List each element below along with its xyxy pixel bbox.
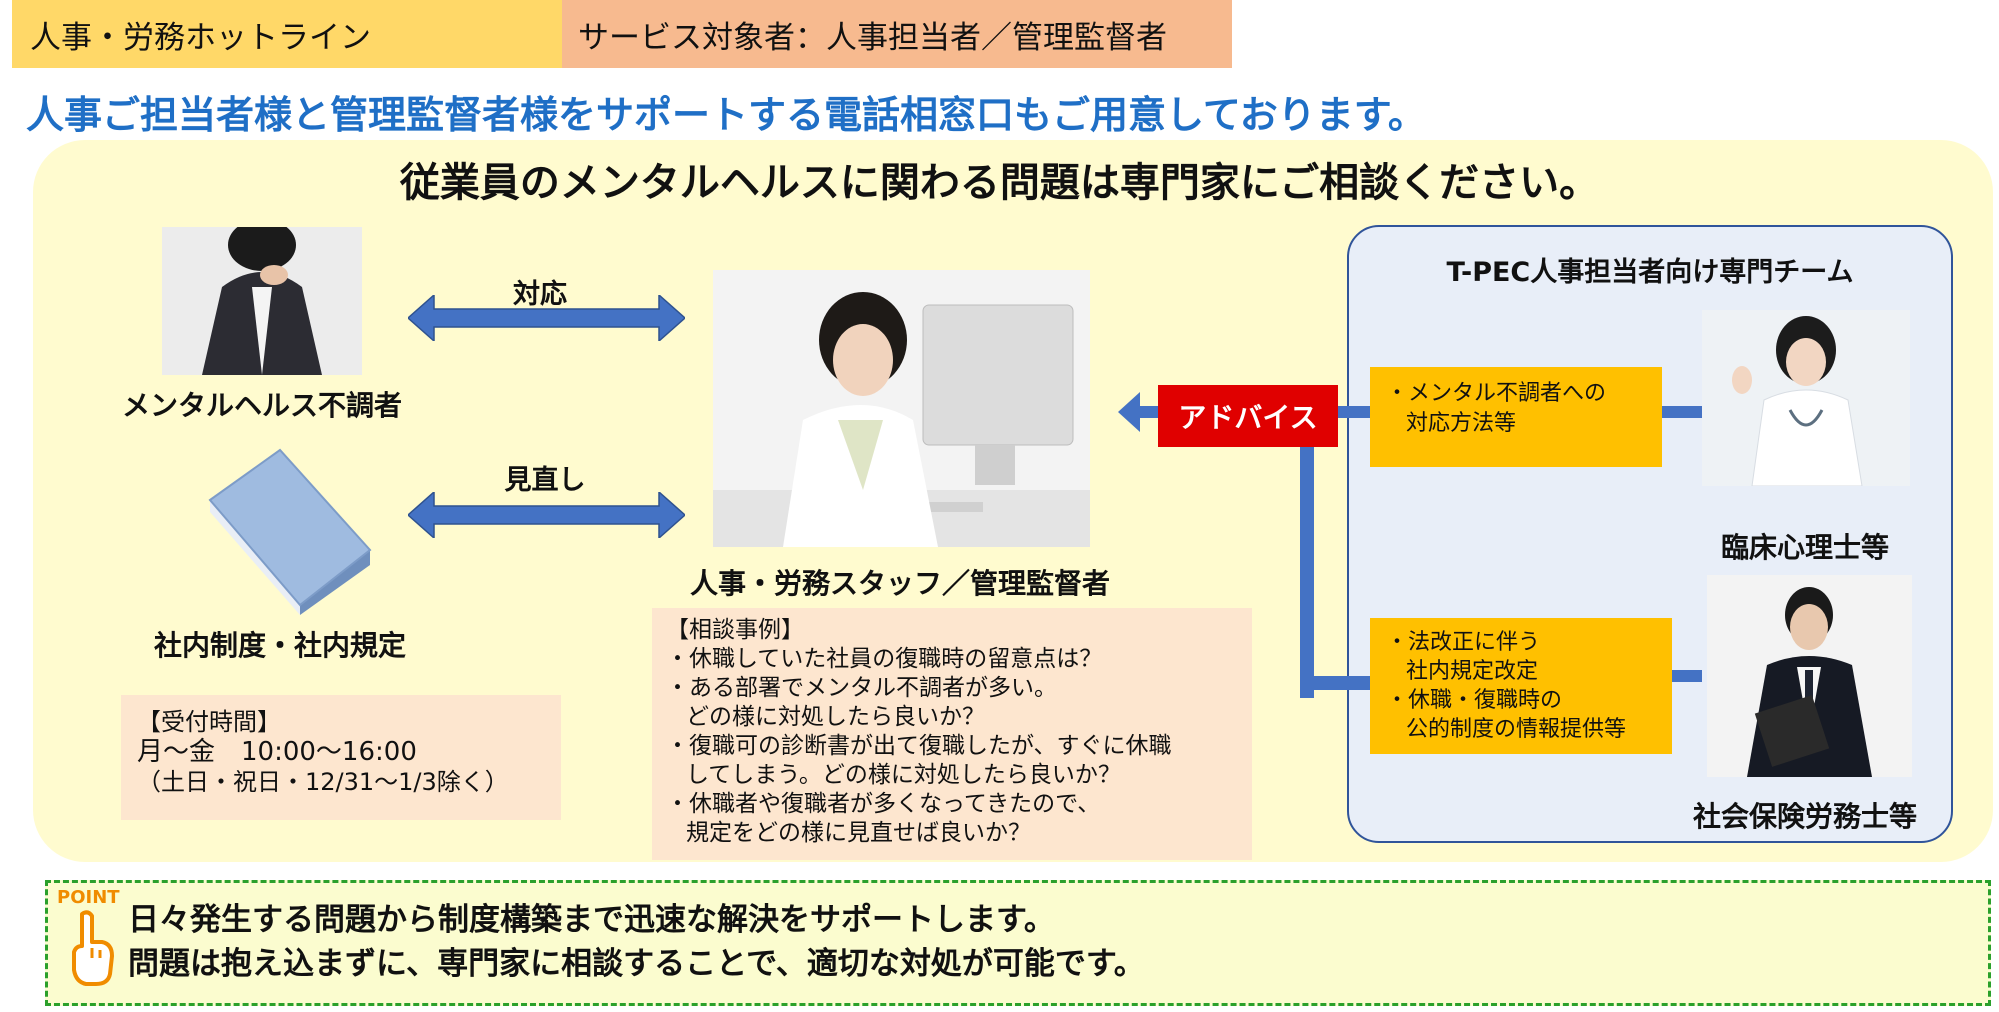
point-text: 日々発生する問題から制度構築まで迅速な解決をサポートします。 問題は抱え込まずに… xyxy=(128,898,1145,986)
panel-title: 従業員のメンタルヘルスに関わる問題は専門家にご相談ください。 xyxy=(399,160,1600,206)
case-line: どの様に対処したら良いか？ xyxy=(686,704,985,730)
service-target-tag: サービス対象者：人事担当者／管理監督者 xyxy=(562,0,1232,68)
cases-title: 【相談事例】 xyxy=(666,617,804,643)
point-line-1: 日々発生する問題から制度構築まで迅速な解決をサポートします。 xyxy=(128,902,1055,938)
psychologist-caption: 臨床心理士等 xyxy=(1720,531,1889,564)
legal-support-box: ・法改正に伴う 社内規定改定 ・休職・復職時の 公的制度の情報提供等 xyxy=(1370,618,1672,754)
case-line: ・休職者や復職者が多くなってきたので、 xyxy=(666,791,1101,817)
expert-team-title: T-PEC人事担当者向け専門チーム xyxy=(1446,257,1854,288)
box2-line: 公的制度の情報提供等 xyxy=(1406,717,1627,742)
labor-consultant-photo xyxy=(1707,575,1912,777)
case-line: 規定をどの様に見直せば良いか？ xyxy=(686,820,1031,846)
case-line: ・ある部署でメンタル不調者が多い。 xyxy=(666,675,1057,701)
point-line-2: 問題は抱え込まずに、専門家に相談することで、適切な対処が可能です。 xyxy=(128,946,1145,982)
box2-line: 社内規定改定 xyxy=(1406,659,1539,684)
point-badge: POINT xyxy=(57,887,120,908)
lead-heading: 人事ご担当者様と管理監督者様をサポートする電話相窓口もご用意しております。 xyxy=(26,93,1426,137)
psychologist-photo xyxy=(1702,310,1910,486)
case-line: ・復職可の診断書が出て復職したが、すぐに休職 xyxy=(666,733,1172,759)
box2-line: ・休職・復職時の xyxy=(1386,688,1563,713)
reception-hours-box: 【受付時間】 月～金 10:00～16:00 （土日・祝日・12/31～1/3除… xyxy=(121,695,561,820)
case-line: してしまう。どの様に対処したら良いか？ xyxy=(686,762,1121,788)
point-box xyxy=(45,880,1991,1006)
consultation-cases-box: 【相談事例】 ・休職していた社員の復職時の留意点は？ ・ある部署でメンタル不調者… xyxy=(652,608,1252,860)
box1-line: ・メンタル不調者への xyxy=(1386,381,1607,406)
rules-caption: 社内制度・社内規定 xyxy=(153,629,406,662)
review-label: 見直し xyxy=(504,465,586,496)
pointing-hand-icon xyxy=(68,908,118,988)
box2-line: ・法改正に伴う xyxy=(1386,630,1541,655)
hours-title: 【受付時間】 xyxy=(137,708,281,736)
respond-label: 対応 xyxy=(513,279,567,310)
respond-double-arrow-icon xyxy=(406,293,687,343)
box1-line: 対応方法等 xyxy=(1406,411,1517,436)
rulebook-icon xyxy=(200,440,380,615)
distressed-employee-caption: メンタルヘルス不調者 xyxy=(121,389,402,422)
hours-weekdays: 月～金 10:00～16:00 xyxy=(137,737,417,767)
hotline-tag: 人事・労務ホットライン xyxy=(12,0,562,68)
advice-connector-lines xyxy=(1100,380,1720,700)
distressed-employee-photo xyxy=(162,227,362,375)
review-double-arrow-icon xyxy=(406,490,687,540)
hr-staff-caption: 人事・労務スタッフ／管理監督者 xyxy=(690,567,1111,600)
hr-staff-photo xyxy=(713,270,1090,547)
mental-support-box: ・メンタル不調者への 対応方法等 xyxy=(1370,367,1662,467)
case-line: ・休職していた社員の復職時の留意点は？ xyxy=(666,646,1103,672)
hours-exclusions: （土日・祝日・12/31～1/3除く） xyxy=(137,768,509,796)
advice-badge: アドバイス xyxy=(1158,385,1338,447)
labor-consultant-caption: 社会保険労務士等 xyxy=(1692,800,1917,833)
